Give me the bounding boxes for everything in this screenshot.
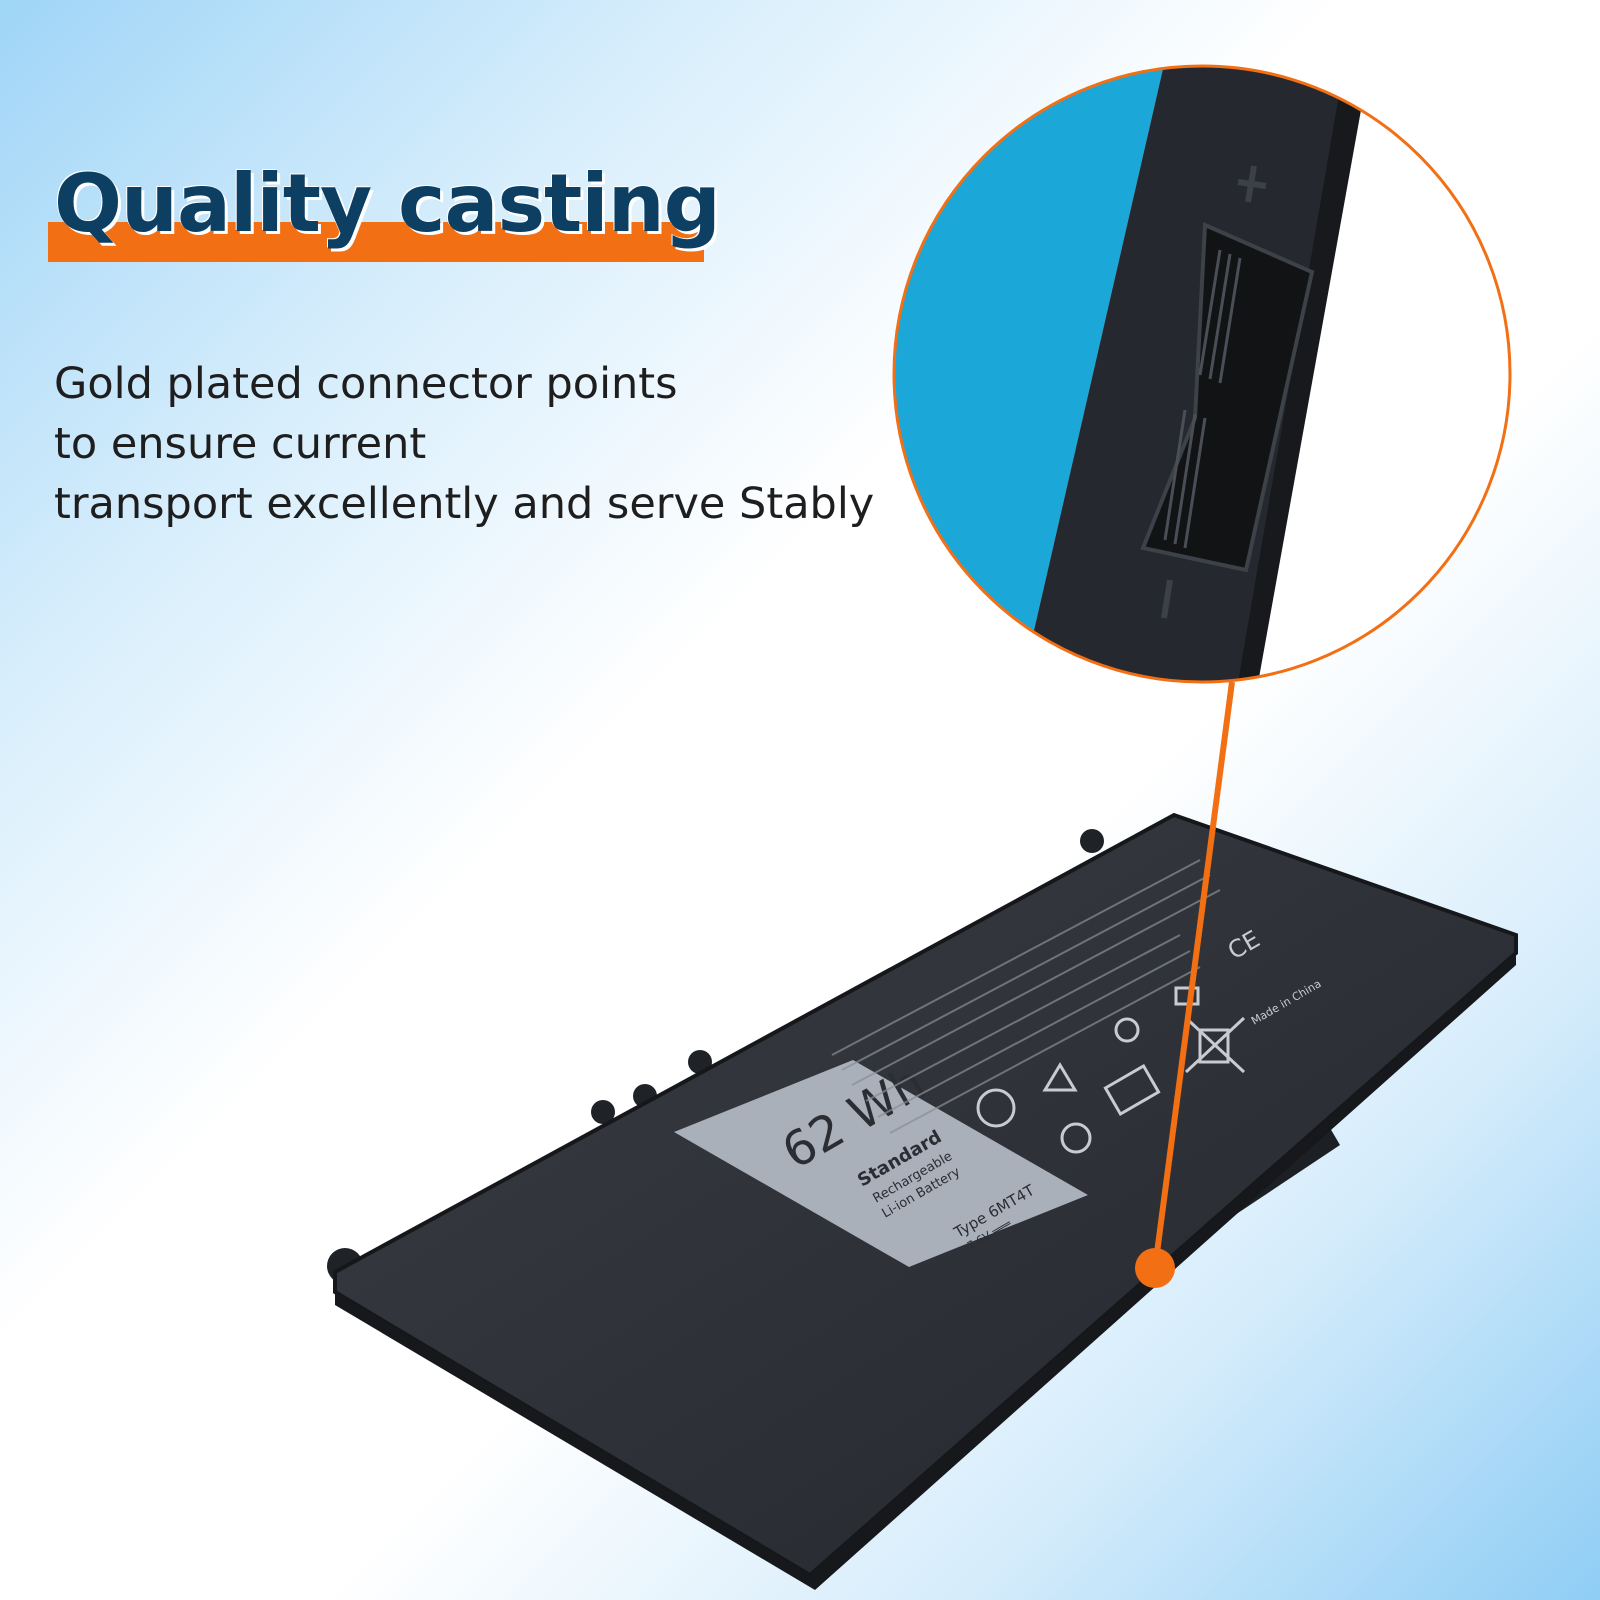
callout-line (1152, 681, 1235, 1269)
connector-zoom-view (892, 64, 1512, 684)
headline-block: Quality casting (48, 158, 721, 266)
battery-image: 62 Wh Standard Rechargeable Li-ion Batte… (327, 812, 1518, 1590)
description-line-3: transport excellently and serve Stably (54, 479, 875, 529)
battery-gray-label: 62 Wh Standard Rechargeable Li-ion Batte… (674, 1055, 1088, 1267)
battery-warning-text-lines (831, 859, 1221, 1134)
warning-triangle-icon (1042, 1062, 1078, 1092)
callout-dot (1135, 1248, 1175, 1288)
crossed-bin-icon (1184, 1016, 1246, 1074)
recycle-circle-icon (976, 1088, 1016, 1128)
description-line-1: Gold plated connector points (54, 359, 678, 409)
zoom-minus-icon (1161, 579, 1173, 619)
battery-symbol-icons (976, 986, 1246, 1154)
zoom-circle-outline (892, 64, 1512, 684)
number-5-icon (1060, 1122, 1092, 1154)
eco-icon (1114, 1017, 1140, 1043)
headline: Quality casting (54, 157, 721, 250)
description: Gold plated connector points to ensure c… (54, 354, 874, 534)
battery-recycle-logo-icon (1103, 1063, 1161, 1117)
zoom-plus-icon (1237, 165, 1267, 203)
headline-underline-bar (48, 222, 704, 262)
description-line-2: to ensure current (54, 419, 427, 469)
